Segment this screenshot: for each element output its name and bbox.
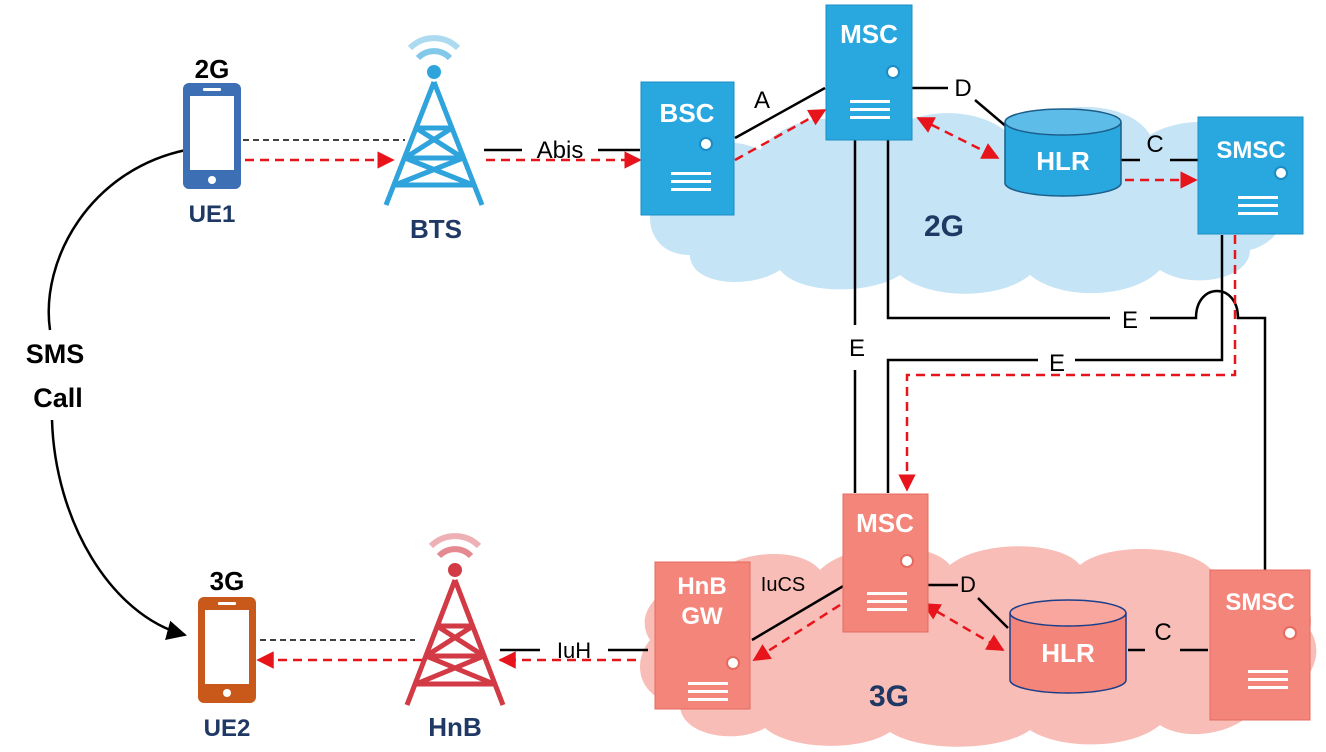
smsc-3g-label: SMSC [1225, 589, 1294, 616]
bsc-server-icon [640, 81, 735, 216]
hlr-2g-label: HLR [1036, 146, 1090, 176]
interface-c-2g-label: C [1146, 131, 1163, 158]
interface-a-label: A [754, 87, 770, 114]
msc-3g-label: MSC [856, 508, 914, 538]
interface-e-upper-label: E [1122, 307, 1138, 334]
sms-flow-arrows [245, 108, 1237, 669]
service-curve [47, 148, 187, 641]
bts-label: BTS [410, 214, 462, 244]
ue1-generation-label: 2G [195, 54, 230, 84]
msc-2g-server-icon [825, 4, 913, 141]
hlr-3g-label: HLR [1041, 638, 1095, 668]
cloud-2g-label: 2G [924, 210, 964, 243]
msc-2g-label: MSC [840, 19, 898, 49]
interface-iucs-label: IuCS [761, 574, 805, 596]
hnbgw-label-line2: GW [681, 603, 723, 630]
hnbgw-label-line1: HnB [677, 573, 726, 600]
ue2-phone-icon [198, 597, 256, 703]
ue2-label: UE2 [204, 715, 251, 742]
bsc-label: BSC [660, 98, 715, 128]
service-label-sms: SMS [26, 339, 85, 369]
interface-lines [484, 86, 1267, 652]
hnb-tower-icon [404, 533, 506, 706]
radio-links [243, 139, 415, 641]
interface-d-3g-label: D [960, 572, 976, 597]
cloud-2g [650, 106, 1288, 294]
service-label-call: Call [33, 383, 83, 413]
ue1-label: UE1 [189, 201, 236, 228]
cloud-3g-label: 3G [869, 680, 909, 713]
interface-iuh-label: IuH [557, 638, 591, 663]
smsc-2g-label: SMSC [1216, 137, 1285, 164]
interface-abis-label: Abis [537, 137, 584, 164]
interface-e-lower-label: E [1049, 350, 1065, 377]
hlr-2g-database-icon [1004, 108, 1122, 197]
smsc-2g-server-icon [1197, 116, 1304, 235]
smsc-3g-server-icon [1209, 569, 1311, 721]
hlr-3g-database-icon [1009, 599, 1127, 694]
bts-tower-icon [383, 35, 485, 206]
interface-e-vertical-label: E [849, 335, 865, 362]
hnbgw-server-icon [654, 561, 751, 710]
interface-c-3g-label: C [1154, 619, 1171, 646]
hnb-label: HnB [428, 712, 481, 742]
msc-3g-server-icon [842, 493, 929, 633]
ue2-generation-label: 3G [210, 566, 245, 596]
ue1-phone-icon [183, 83, 241, 189]
interface-d-2g-label: D [954, 75, 971, 102]
